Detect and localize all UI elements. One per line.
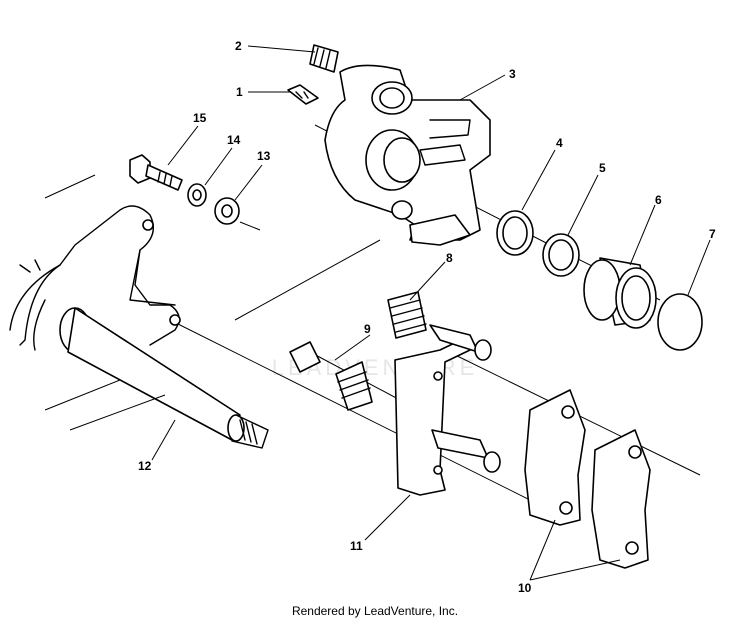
svg-text:9: 9 — [364, 322, 371, 336]
piston-6 — [583, 257, 657, 329]
plug-2 — [309, 44, 339, 73]
seal-5 — [542, 233, 580, 277]
callout-5: 5 — [567, 161, 606, 236]
washer-14 — [187, 183, 207, 207]
callout-7: 7 — [687, 227, 716, 296]
dust-cap-7 — [657, 293, 703, 351]
svg-text:10: 10 — [518, 581, 532, 595]
washer-13 — [214, 197, 240, 225]
callout-9: 9 — [334, 322, 371, 361]
footer-credit: Rendered by LeadVenture, Inc. — [291, 604, 459, 618]
svg-text:8: 8 — [446, 251, 453, 265]
callout-8: 8 — [409, 251, 453, 301]
pin-9 — [289, 341, 373, 411]
svg-text:11: 11 — [350, 539, 363, 553]
callout-13: 13 — [234, 149, 271, 201]
seal-4 — [496, 210, 534, 256]
callout-12: 12 — [138, 419, 176, 473]
shaft-12 — [59, 307, 269, 449]
svg-text:14: 14 — [227, 133, 241, 147]
callout-1: 1 — [236, 85, 290, 99]
callout-4: 4 — [521, 136, 563, 211]
svg-text:6: 6 — [655, 193, 662, 207]
svg-text:5: 5 — [599, 161, 606, 175]
brake-pads-10 — [524, 389, 651, 569]
svg-text:15: 15 — [193, 111, 207, 125]
svg-text:12: 12 — [138, 459, 152, 473]
callout-14: 14 — [204, 133, 241, 186]
reference-lines — [44, 174, 166, 431]
callout-11: 11 — [350, 494, 411, 553]
callout-3: 3 — [459, 67, 516, 101]
svg-text:1: 1 — [236, 85, 243, 99]
callout-6: 6 — [629, 193, 662, 266]
bolt-15 — [129, 154, 183, 191]
svg-text:3: 3 — [509, 67, 516, 81]
bleeder-screw-1 — [287, 84, 319, 105]
callout-2: 2 — [235, 39, 316, 53]
svg-text:13: 13 — [257, 149, 271, 163]
callout-15: 15 — [167, 111, 207, 166]
caliper-body-3 — [324, 64, 491, 246]
svg-text:7: 7 — [709, 227, 716, 241]
callout-10: 10 — [518, 519, 621, 595]
svg-text:2: 2 — [235, 39, 242, 53]
caliper-bracket-11 — [394, 324, 501, 496]
svg-text:4: 4 — [556, 136, 563, 150]
spring-8 — [387, 291, 427, 339]
mounting-frame — [9, 205, 181, 351]
